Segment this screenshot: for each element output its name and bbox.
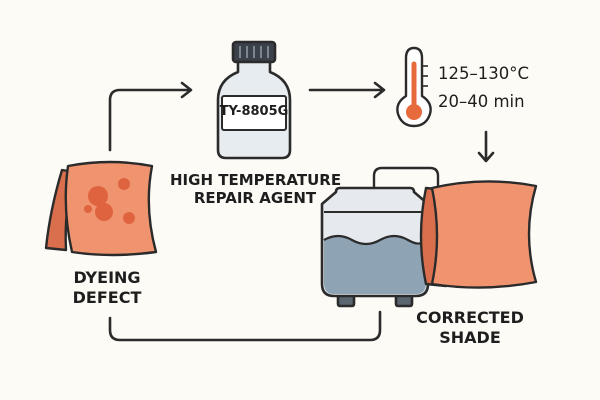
machine-pipe (372, 166, 440, 194)
corrected-label: CORRECTED SHADE (410, 308, 530, 347)
corrected-fabric-sheet (430, 180, 538, 289)
thermometer-bulb (406, 104, 422, 120)
corrected-fabric-icon (419, 180, 538, 289)
return-line-machine-to-defect (108, 310, 382, 342)
defect-label-line-2: DEFECT (72, 287, 142, 307)
agent-label: HIGH TEMPERATURE REPAIR AGENT (170, 171, 342, 208)
arrow-defect-to-agent (108, 81, 193, 152)
bottle-label-code: TY-8805G (219, 104, 289, 119)
cap-ridges (239, 46, 269, 58)
stain-spot (88, 186, 108, 206)
thermometer-icon (396, 46, 432, 128)
machine-wave-line (323, 234, 428, 246)
flow-arrows (108, 81, 495, 342)
stain-spots (84, 178, 135, 224)
bottle-label (221, 95, 287, 131)
machine-water (324, 236, 426, 294)
stain-spot (123, 212, 135, 224)
corrected-label-line-2: SHADE (439, 327, 501, 347)
agent-label-line-2: REPAIR AGENT (193, 189, 317, 208)
corrected-label-line-1: CORRECTED (416, 308, 524, 327)
defect-label-line-1: DYEING (73, 268, 141, 287)
chemical-bottle-icon (216, 40, 292, 160)
defect-label: DYEING DEFECT (62, 268, 152, 307)
stain-spot (84, 205, 92, 213)
arrow-temperature-to-machine (477, 130, 495, 163)
agent-label-line-1: HIGH TEMPERATURE (170, 171, 342, 189)
duration-range: 20–40 min (438, 92, 525, 111)
arrow-agent-to-temperature (308, 81, 386, 99)
temperature-range: 125–130°C (438, 64, 530, 83)
stain-spot (95, 203, 113, 221)
fabric-swatch-icon (44, 160, 158, 257)
stain-spot (118, 178, 130, 190)
thermometer-ticks (422, 65, 428, 87)
